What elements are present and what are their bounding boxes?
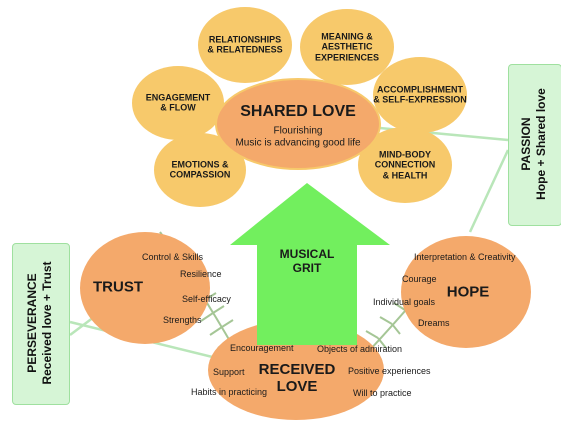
received-item-left: Habits in practicing: [191, 387, 268, 397]
hope-item: Dreams: [418, 318, 450, 328]
petal-relationships: [198, 7, 292, 83]
petal-label-emotions: EMOTIONS &COMPASSION: [169, 159, 231, 180]
received-item-right: Will to practice: [353, 388, 412, 398]
perseverance-label: PERSEVERANCE Received love + Trust: [25, 261, 55, 384]
hope-title: HOPE: [446, 283, 490, 301]
petal-mindbody: [358, 127, 452, 203]
trust-item: Resilience: [180, 269, 222, 279]
connector-passion-bottom: [468, 149, 510, 233]
circle-hope: [401, 236, 531, 348]
petal-engagement: [132, 66, 224, 140]
perseverance-title: PERSEVERANCE: [25, 273, 39, 373]
hope-item: Interpretation & Creativity: [414, 252, 516, 262]
hope-item: Individual goals: [373, 297, 436, 307]
petal-emotions: [154, 133, 246, 207]
petal-label-accomplishment: ACCOMPLISHMENT& SELF-EXPRESSION: [373, 84, 467, 105]
petal-label-relationships: RELATIONSHIPS& RELATEDNESS: [207, 34, 283, 55]
petal-label-engagement: ENGAGEMENT& FLOW: [145, 92, 211, 113]
petal-accomplishment: [373, 57, 467, 133]
passion-title: PASSION: [519, 117, 533, 171]
musical-grit-arrow: [230, 183, 390, 345]
passion-box: [508, 64, 561, 226]
perseverance-box: [12, 243, 70, 405]
petal-meaning: [300, 9, 394, 85]
passion-label: PASSION Hope + Shared love: [519, 88, 549, 200]
received-item-right: Positive experiences: [348, 366, 431, 376]
hope-item: Courage: [402, 274, 437, 284]
trust-title: TRUST: [93, 278, 143, 296]
received-item-right: Objects of admiration: [317, 344, 403, 354]
core-shared-love: [215, 78, 381, 170]
circle-trust: [80, 232, 210, 344]
trust-item: Control & Skills: [142, 252, 204, 262]
received-item-left: Support: [213, 367, 245, 377]
trust-item: Strengths: [163, 315, 202, 325]
trust-item: Self-efficacy: [182, 294, 231, 304]
received-item-left: Encouragement: [230, 343, 294, 353]
passion-subtitle: Hope + Shared love: [534, 88, 548, 200]
shared-love-title: SHARED LOVE: [240, 102, 356, 120]
perseverance-subtitle: Received love + Trust: [40, 261, 54, 385]
